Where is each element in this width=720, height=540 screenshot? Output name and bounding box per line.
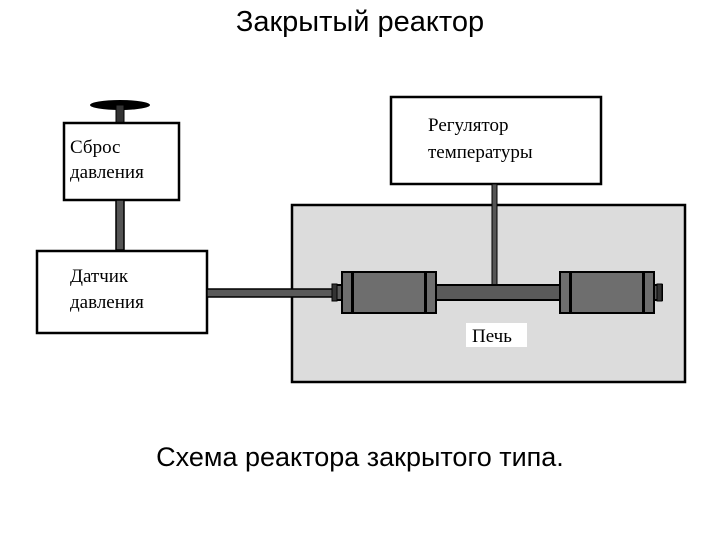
- pressure-relief-label-2: давления: [70, 162, 144, 183]
- tube-end-left: [331, 283, 338, 302]
- temperature-controller-label-2: температуры: [428, 142, 533, 163]
- flange-2: [425, 271, 437, 314]
- diagram-caption: Схема реактора закрытого типа.: [156, 442, 564, 472]
- pressure-relief-label-1: Сброс: [70, 137, 120, 158]
- flange-3: [559, 271, 571, 314]
- temperature-controller-box: [389, 95, 603, 186]
- flange-1: [341, 271, 353, 314]
- pressure-sensor-label-1: Датчик: [70, 266, 129, 287]
- heating-jacket-right: [570, 271, 644, 314]
- valve-stem: [115, 104, 125, 124]
- pressure-sensor-label-2: давления: [70, 292, 144, 313]
- furnace-label-bg: [466, 323, 527, 347]
- temperature-controller-label-1: Регулятор: [428, 115, 508, 136]
- pressure-sensor-box: [35, 249, 209, 335]
- tube-end-right: [656, 283, 663, 302]
- furnace-label: Печь: [472, 326, 512, 347]
- heating-jacket-left: [352, 271, 426, 314]
- pressure-relief-box: [62, 121, 181, 202]
- page-title: Закрытый реактор: [235, 6, 485, 38]
- connector-pipe-horizontal: [206, 288, 340, 298]
- flange-4: [643, 271, 655, 314]
- connector-pipe-vertical: [115, 199, 125, 251]
- thermocouple-line: [491, 183, 498, 289]
